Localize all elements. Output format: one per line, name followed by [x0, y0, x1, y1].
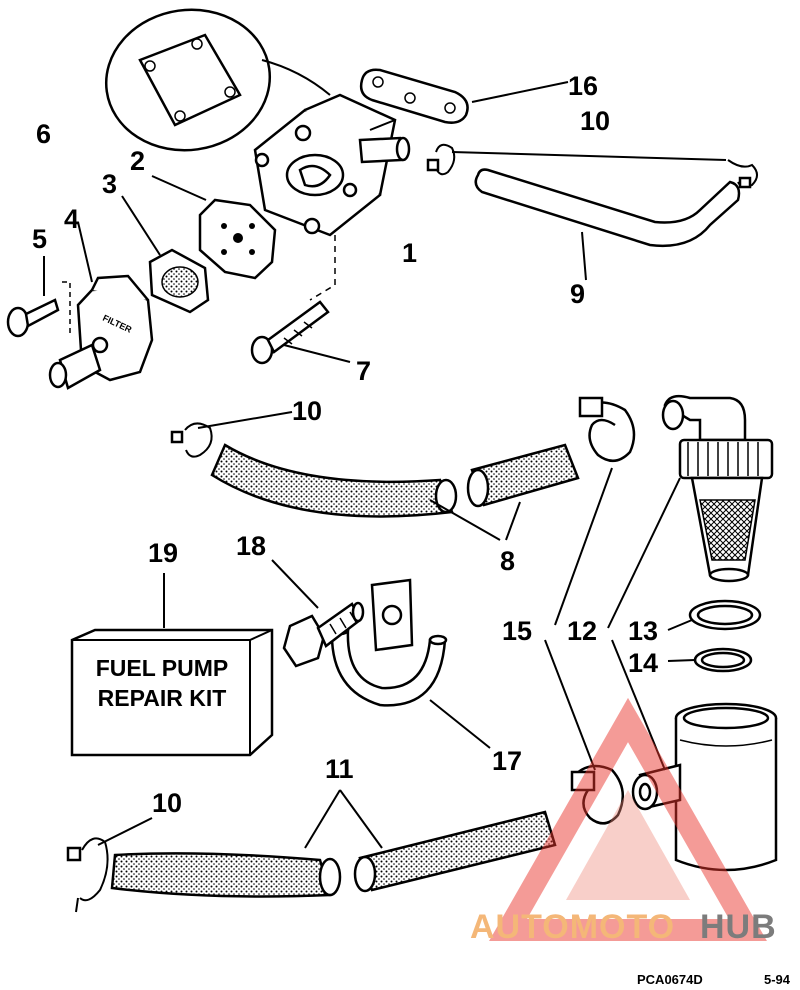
hose-clamp-part-10-bottom [66, 817, 153, 913]
callout-19: 19 [148, 538, 178, 568]
fuel-pump-body-part-1 [253, 93, 411, 301]
figure-code: PCA0674D [637, 972, 703, 987]
filter-bowl [611, 639, 778, 872]
bracket-clamp-part-17 [330, 578, 491, 749]
o-ring-part-14 [667, 647, 753, 673]
screw-part-7 [250, 300, 351, 365]
callout-7: 7 [356, 356, 371, 386]
bolt-part-18 [271, 559, 365, 668]
hose-clamp-part-15-upper [554, 396, 636, 626]
callout-10-top: 10 [580, 106, 610, 136]
gasket-part-16 [359, 68, 569, 124]
callout-15: 15 [502, 616, 532, 646]
callout-2: 2 [130, 146, 145, 176]
hose-clamp-part-15-lower [544, 639, 625, 825]
hose-clamp-part-10-top [426, 143, 758, 189]
callout-3: 3 [102, 169, 117, 199]
callout-16: 16 [568, 71, 598, 101]
callout-10-bottom: 10 [152, 788, 182, 818]
watermark-part1: AUTOMOTO [470, 908, 675, 946]
callout-18: 18 [236, 531, 266, 561]
fuel-hose-part-11 [110, 789, 557, 898]
callout-4: 4 [64, 204, 79, 234]
automotohub-watermark: AUTOMOTO HUB [470, 697, 777, 946]
callout-1: 1 [402, 238, 417, 268]
filter-cap-part-4: FILTER [48, 221, 154, 390]
diaphragm-plate-part-2 [151, 175, 277, 280]
kit-label-line2: REPAIR KIT [98, 685, 227, 711]
repair-kit-box-part-19: FUEL PUMP REPAIR KIT [70, 573, 274, 757]
callout-10-middle: 10 [292, 396, 322, 426]
figure-date: 5-94 [764, 972, 791, 987]
o-ring-part-13 [667, 599, 762, 631]
fuel-filter-part-12 [607, 394, 774, 629]
callout-6: 6 [36, 119, 51, 149]
callout-12: 12 [567, 616, 597, 646]
callout-5: 5 [32, 224, 47, 254]
callout-13: 13 [628, 616, 658, 646]
callout-8: 8 [500, 546, 515, 576]
pump-cover-part-6 [104, 8, 331, 152]
hose-clamp-part-10-middle [170, 411, 293, 458]
fuel-hose-part-8 [210, 443, 580, 541]
fuel-hose-part-9 [474, 168, 741, 281]
callout-11: 11 [325, 754, 354, 784]
screw-part-5 [6, 256, 71, 338]
watermark-part2: HUB [700, 908, 777, 946]
callout-14: 14 [628, 648, 658, 678]
callout-9: 9 [570, 279, 585, 309]
filter-screen-part-3 [121, 195, 210, 314]
callout-17: 17 [492, 746, 522, 776]
kit-label-line1: FUEL PUMP [96, 655, 228, 681]
